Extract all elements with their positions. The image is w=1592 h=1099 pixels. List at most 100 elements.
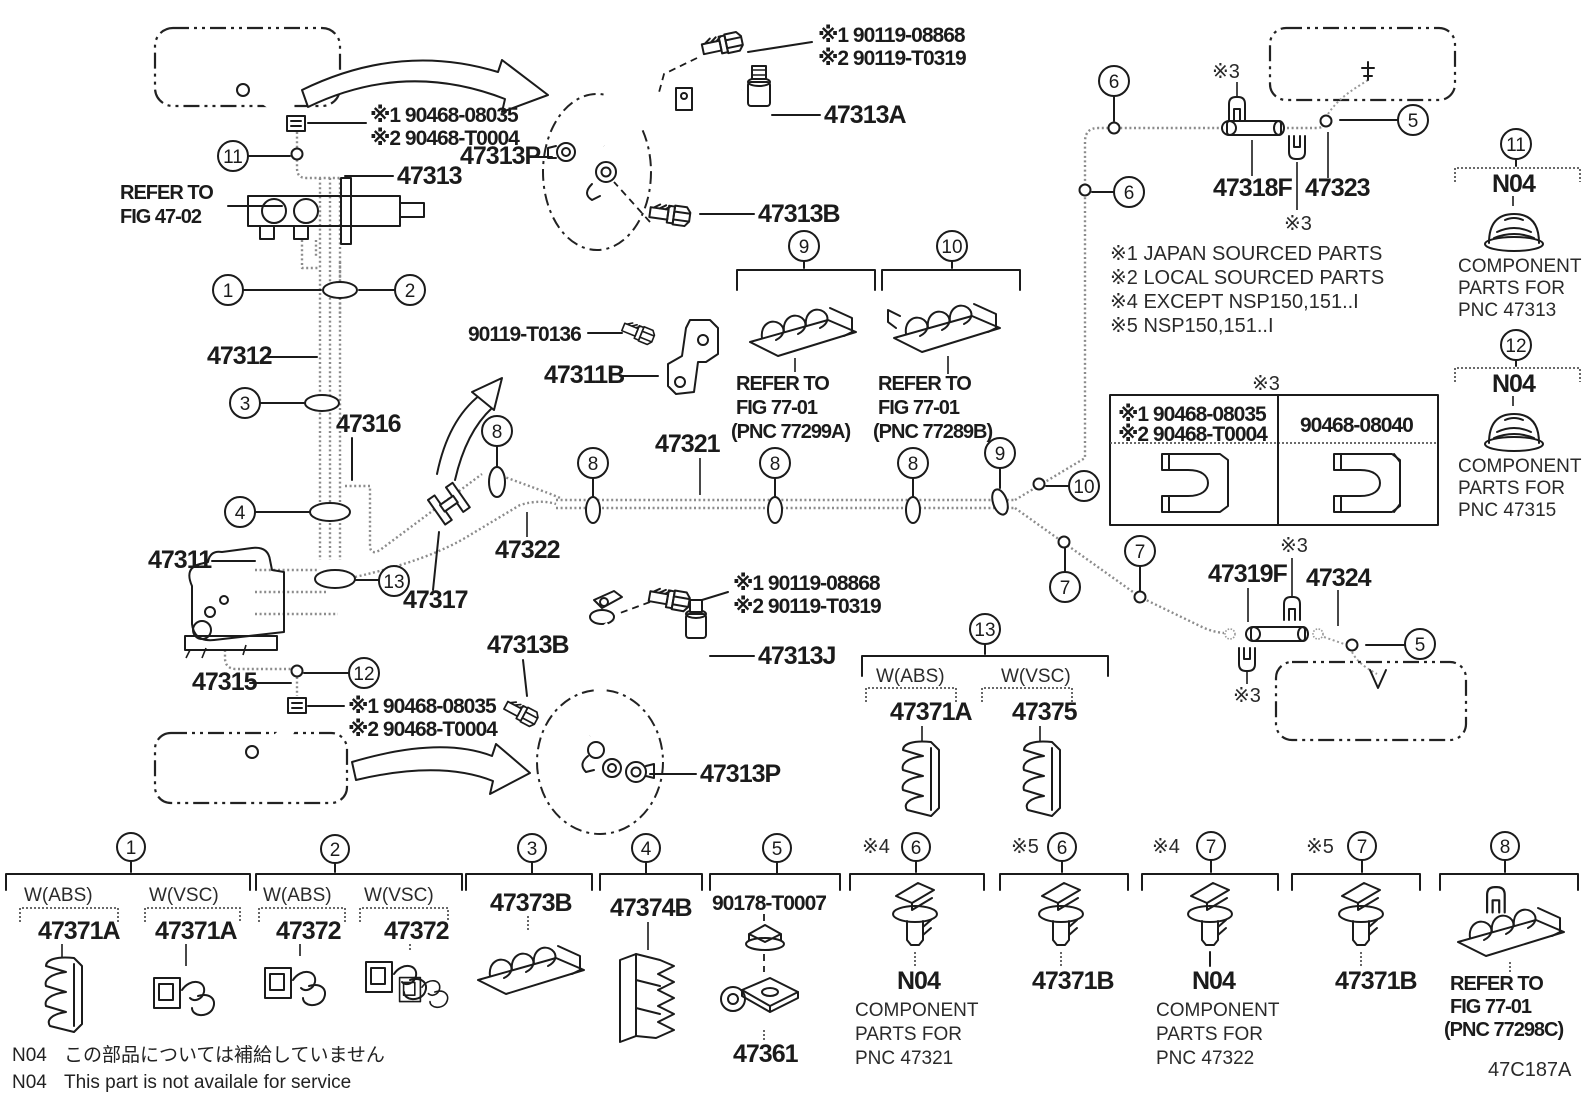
callout-13-main: 13 xyxy=(355,565,410,597)
junction-dot-7b xyxy=(1133,590,1147,604)
bottom-section-6a: ※4 6 N04 COMPONENT PARTS FOR PNC 47321 xyxy=(849,832,985,1069)
svg-text:3: 3 xyxy=(527,839,538,860)
callout-2: 2 xyxy=(358,274,426,306)
grommet-marker-8c xyxy=(767,496,783,524)
cond-vsc-1: W(VSC) xyxy=(149,885,219,906)
callout-7b: 7 xyxy=(1049,547,1081,603)
refer-77289B-3: (PNC 77289B) xyxy=(873,421,993,443)
comp-47315-3: PNC 47315 xyxy=(1458,500,1556,521)
legend-line-4: ※5 NSP150,151..I xyxy=(1110,315,1274,337)
label-47311: 47311 xyxy=(148,546,212,574)
refer-77299A-3: (PNC 77299A) xyxy=(731,421,851,443)
arrow-to-main-tube xyxy=(436,377,503,481)
callout-9-main: 9 xyxy=(984,437,1016,489)
callout-8d: 8 xyxy=(897,447,929,497)
label-90119-top-2: ※2 90119-T0319 xyxy=(818,47,966,70)
component-block-47313: 11 N04 COMPONENT PARTS FOR PNC 47313 xyxy=(1454,128,1582,321)
comp-47315-1: COMPONENT xyxy=(1458,456,1582,477)
refer-77289B-1: REFER TO xyxy=(878,373,971,395)
mark-star4-6: ※4 xyxy=(862,836,890,858)
rear-hose-illustration xyxy=(581,590,707,778)
label-47371A-mid: 47371A xyxy=(890,698,973,726)
grommet-marker-3 xyxy=(304,394,340,412)
label-47373B: 47373B xyxy=(490,889,572,917)
tube-joint-mark-a xyxy=(1224,628,1236,640)
rear-hose-clip-47313P xyxy=(625,761,655,783)
leader-90119-top xyxy=(747,41,813,53)
junction-dot-10 xyxy=(1032,477,1046,491)
junction-dot-5b xyxy=(1345,638,1359,652)
bolt-align-dashes-top xyxy=(657,57,698,97)
comp-47315-2: PARTS FOR xyxy=(1458,478,1565,499)
refer-77299A-1: REFER TO xyxy=(736,373,829,395)
svg-text:7: 7 xyxy=(1206,837,1217,858)
label-47313P-bottom: 47313P xyxy=(700,760,781,788)
label-47313B-bottom: 47313B xyxy=(487,631,569,659)
component-block-47315: 12 N04 COMPONENT PARTS FOR PNC 47315 xyxy=(1454,329,1582,521)
bottom-section-6b: ※5 6 47371B xyxy=(999,832,1129,995)
junction-dot-12 xyxy=(290,664,304,678)
label-47317: 47317 xyxy=(403,586,468,614)
body-outline-front-left xyxy=(153,26,342,108)
cond-abs-1: W(ABS) xyxy=(24,885,93,906)
comp-47321-2: PARTS FOR xyxy=(855,1024,962,1045)
svg-text:6: 6 xyxy=(1057,838,1068,859)
callout-5b: 5 xyxy=(1365,628,1436,660)
master-cylinder-illustration xyxy=(247,177,425,245)
label-47371A-1a: 47371A xyxy=(38,917,121,945)
label-n04-47321: N04 xyxy=(897,967,941,995)
cond-vsc-13: W(VSC) xyxy=(1001,666,1071,687)
footnote-jp-code: N04 xyxy=(12,1045,47,1066)
bottom-section-1: 1 W(ABS) 47371A W(VSC) 47371A xyxy=(5,832,251,1033)
svg-text:4: 4 xyxy=(641,839,652,860)
arrow-to-front-hose xyxy=(301,59,549,113)
svg-text:12: 12 xyxy=(1505,336,1526,357)
callout-8c: 8 xyxy=(759,447,791,497)
front-hose-clips xyxy=(547,142,617,201)
label-47313A: 47313A xyxy=(824,101,907,129)
label-47372-b: 47372 xyxy=(384,917,449,945)
body-fitting-top-icon xyxy=(1361,61,1375,81)
comp-47322-1: COMPONENT xyxy=(1156,1000,1280,1021)
refer-77298C-1: REFER TO xyxy=(1450,973,1543,995)
clip-table-note: ※3 xyxy=(1252,373,1280,395)
svg-text:7: 7 xyxy=(1357,837,1368,858)
svg-text:6: 6 xyxy=(1109,72,1120,93)
svg-text:10: 10 xyxy=(1073,477,1094,498)
bottom-section-8: 8 REFER TO FIG 77-01 (PNC 77298C) xyxy=(1439,831,1579,1041)
grommet-marker-1 xyxy=(322,281,358,299)
bottom-section-3: 3 47373B xyxy=(465,833,593,995)
bracket-47311B-illustration xyxy=(667,319,719,395)
section-9: 9 REFER TO FIG 77-01 (PNC 77299A) xyxy=(731,230,876,443)
svg-text:7: 7 xyxy=(1060,578,1071,599)
figure-code: 47C187A xyxy=(1488,1059,1572,1081)
refer-77298C-3: (PNC 77298C) xyxy=(1444,1019,1564,1041)
comp-47313-1: COMPONENT xyxy=(1458,256,1582,277)
mark-star3-top2: ※3 xyxy=(1284,213,1312,235)
svg-text:12: 12 xyxy=(353,664,374,685)
grommet-marker-4 xyxy=(309,502,351,522)
clip-table: ※3 ※1 90468-08035 ※2 90468-T0004 90468-0… xyxy=(1109,373,1439,526)
junction-dot-6b xyxy=(1078,183,1092,197)
svg-text:8: 8 xyxy=(492,422,503,443)
clip-table-col1-line2: ※2 90468-T0004 xyxy=(1118,423,1268,446)
label-90119-bottom-2: ※2 90119-T0319 xyxy=(733,595,881,618)
label-47322: 47322 xyxy=(495,536,560,564)
svg-text:3: 3 xyxy=(240,394,251,415)
callout-3: 3 xyxy=(229,387,305,419)
label-47361: 47361 xyxy=(733,1040,799,1068)
section-10: 10 REFER TO FIG 77-01 (PNC 77289B) xyxy=(873,230,1021,443)
label-47374B: 47374B xyxy=(610,894,692,922)
svg-text:8: 8 xyxy=(588,454,599,475)
svg-text:1: 1 xyxy=(126,838,137,859)
callout-10-main: 10 xyxy=(1045,470,1100,502)
refer-77289B-2: FIG 77-01 xyxy=(878,397,960,419)
arrow-into-rear-right xyxy=(1351,651,1387,689)
svg-text:13: 13 xyxy=(974,620,995,641)
grommet-marker-9 xyxy=(991,488,1009,516)
footnote-en-text: This part is not availale for service xyxy=(64,1072,351,1093)
bottom-section-7a: ※4 7 N04 COMPONENT PARTS FOR PNC 47322 xyxy=(1141,831,1280,1069)
mark-star3-rear1: ※3 xyxy=(1280,535,1308,557)
